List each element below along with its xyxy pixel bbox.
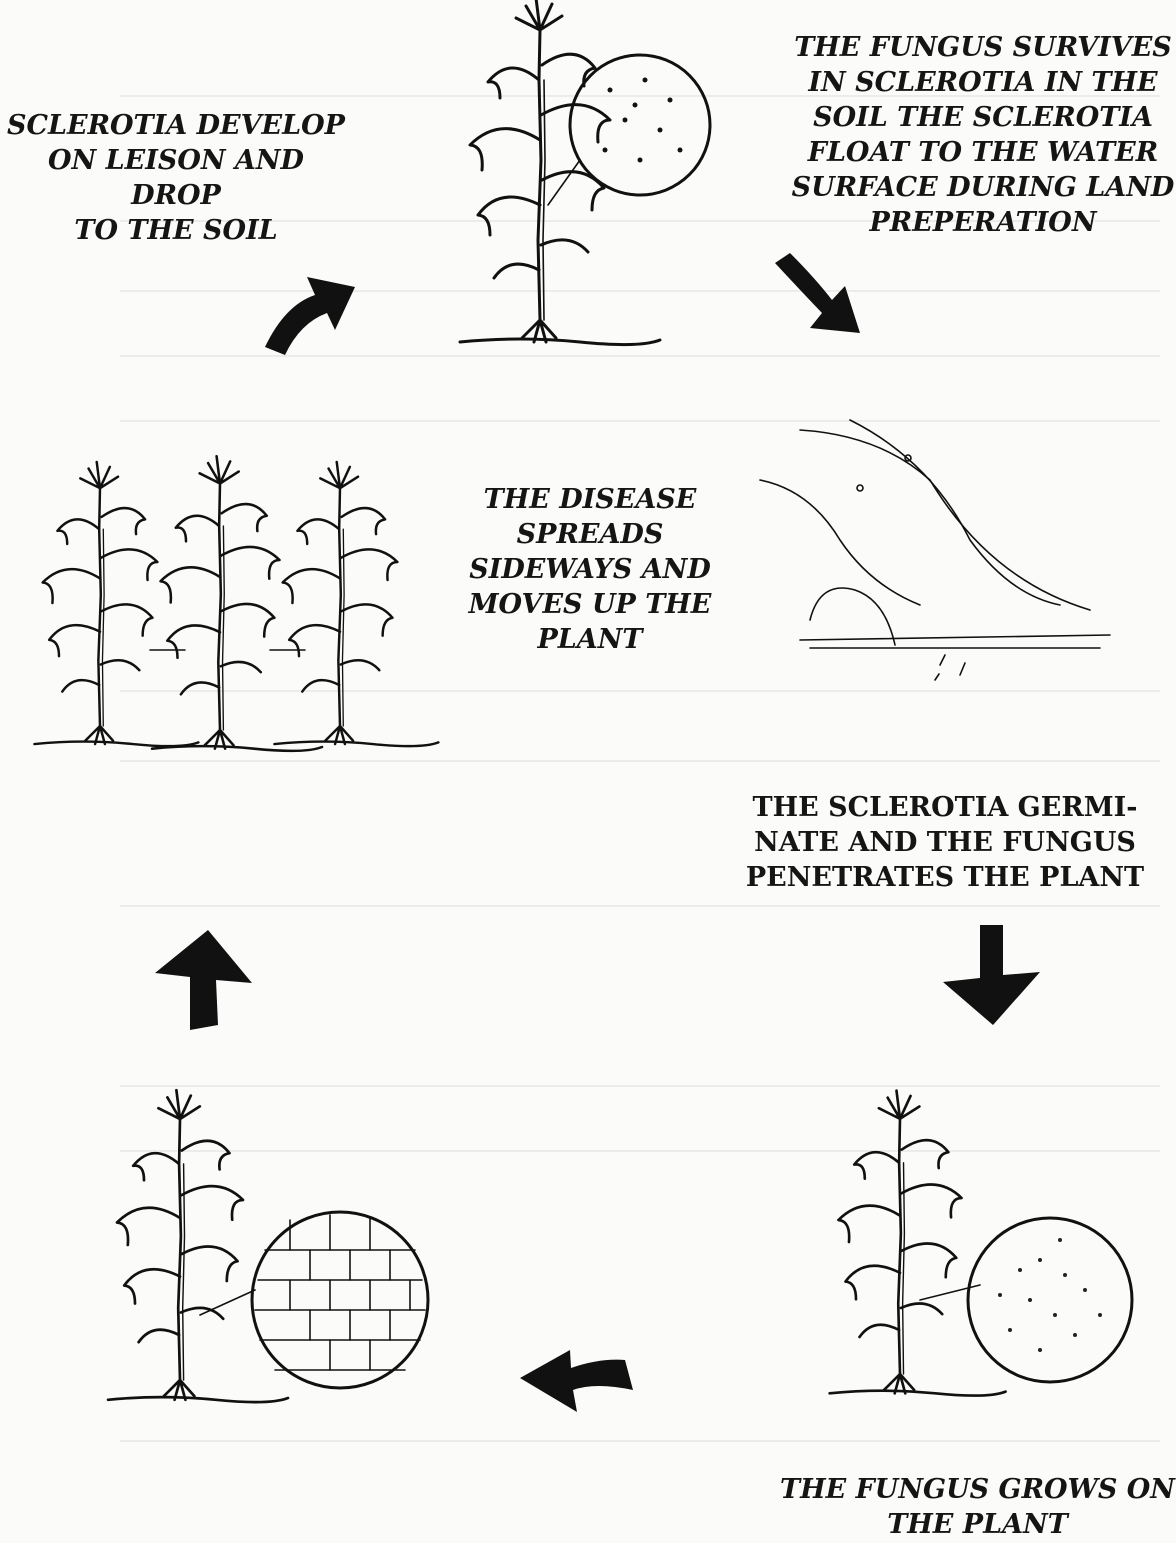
label-fungus-grows: THE FUNGUS GROWS ON THE PLANT (780, 1472, 1175, 1542)
bleed-line (120, 1440, 1160, 1442)
lesion-pattern (255, 1215, 425, 1370)
bleed-line (120, 905, 1160, 907)
cycle-arrow-1-icon (255, 265, 365, 360)
label-line: PENETRATES THE PLANT (730, 860, 1160, 895)
magnifier-circle (570, 55, 710, 195)
plant-lesion-illustration (70, 1100, 430, 1420)
label-line: ON LEISON AND DROP (0, 143, 352, 213)
label-fungus-survives: THE FUNGUS SURVIVES IN SCLEROTIA IN THE … (790, 30, 1176, 240)
label-line: PLANT (455, 622, 725, 657)
label-line: PREPERATION (790, 205, 1176, 240)
label-line: NATE AND THE FUNGUS (730, 825, 1160, 860)
label-line: MOVES UP THE (455, 587, 725, 622)
label-sclerotia-germinate: THE SCLEROTIA GERMI- NATE AND THE FUNGUS… (730, 790, 1160, 895)
label-line: SURFACE DURING LAND (790, 170, 1176, 205)
label-line: SIDEWAYS AND (455, 552, 725, 587)
plant-fungus-growth-illustration (800, 1100, 1140, 1420)
three-plants-illustration (40, 460, 420, 770)
label-line: TO THE SOIL (0, 213, 352, 248)
label-line: THE FUNGUS SURVIVES (790, 30, 1176, 65)
magnifier-circle (252, 1212, 428, 1388)
magnifier-circle (968, 1218, 1132, 1382)
cycle-arrow-2-icon (770, 248, 870, 343)
label-line: SOIL THE SCLEROTIA (790, 100, 1176, 135)
fungus-texture (998, 1238, 1102, 1352)
plant-with-sclerotia-illustration (430, 10, 690, 350)
sclerotia-dots (603, 78, 683, 163)
label-line: THE DISEASE (455, 482, 725, 517)
label-line: THE FUNGUS GROWS ON (780, 1472, 1175, 1507)
cycle-arrow-4-icon (515, 1340, 635, 1420)
label-line: IN SCLEROTIA IN THE (790, 65, 1176, 100)
label-line: SCLEROTIA DEVELOP (0, 108, 352, 143)
label-disease-spreads: THE DISEASE SPREADS SIDEWAYS AND MOVES U… (455, 482, 725, 657)
label-line: FLOAT TO THE WATER (790, 135, 1176, 170)
bleed-line (120, 1085, 1160, 1087)
sclerotia-float-illustration (760, 420, 1120, 710)
cycle-arrow-3-icon (935, 920, 1050, 1030)
label-line: THE PLANT (780, 1507, 1175, 1542)
label-line: SPREADS (455, 517, 725, 552)
cycle-arrow-5-icon (150, 925, 260, 1035)
label-line: THE SCLEROTIA GERMI- (730, 790, 1160, 825)
label-sclerotia-develop: SCLEROTIA DEVELOP ON LEISON AND DROP TO … (0, 108, 352, 248)
